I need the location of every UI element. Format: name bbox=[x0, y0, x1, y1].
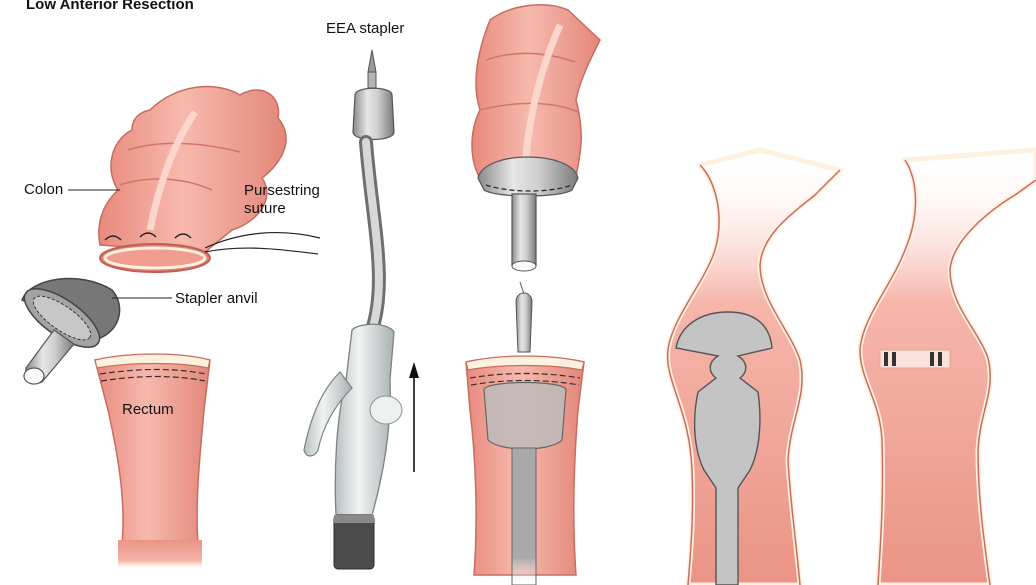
pursestring-label-line2: suture bbox=[244, 200, 286, 217]
pursestring-label-line1: Pursestring bbox=[244, 182, 320, 199]
rectum-stump bbox=[95, 354, 210, 570]
rectum-with-stapler bbox=[466, 282, 584, 585]
colon-segment bbox=[99, 87, 286, 272]
anastomosis-stapled bbox=[668, 150, 840, 585]
colon-label: Colon bbox=[24, 181, 63, 198]
eea-stapler-label: EEA stapler bbox=[326, 20, 404, 37]
colon-with-anvil bbox=[472, 5, 600, 271]
stapler-anvil-label: Stapler anvil bbox=[175, 290, 258, 307]
eea-stapler bbox=[304, 50, 402, 569]
rectum-label: Rectum bbox=[122, 401, 174, 418]
direction-arrow bbox=[409, 362, 419, 472]
completed-anastomosis bbox=[860, 150, 1036, 585]
